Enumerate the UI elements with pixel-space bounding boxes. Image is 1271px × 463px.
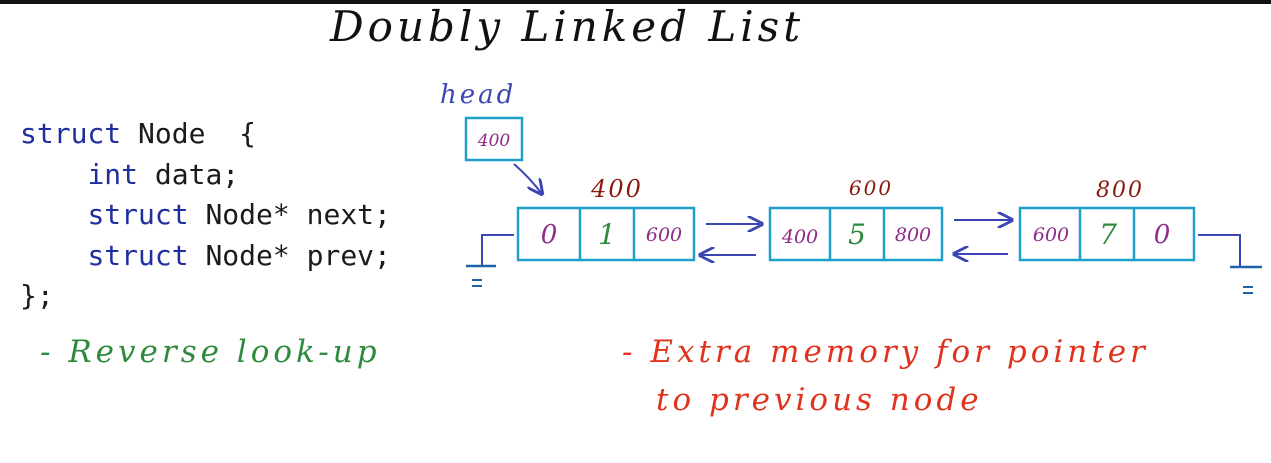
top-rule <box>0 0 1271 4</box>
node-next-value: 800 <box>895 224 931 246</box>
node-data-value: 5 <box>848 218 866 251</box>
node-address: 400 <box>590 175 643 203</box>
disadvantage-note-continued: to previous node <box>656 382 983 418</box>
head-pointer-value: 400 <box>477 131 511 151</box>
code-keyword: struct <box>87 238 189 272</box>
null-prev-arrow <box>481 234 514 265</box>
node-next-value: 0 <box>1154 220 1171 250</box>
node-next-value: 600 <box>646 224 682 246</box>
advantage-note: - Reverse look-up <box>40 334 381 370</box>
code-keyword: int <box>87 157 139 191</box>
page-title: Doubly Linked List <box>330 2 805 51</box>
node-address: 600 <box>849 176 893 200</box>
disadvantage-note: - Extra memory for pointer <box>622 334 1149 370</box>
null-next-arrow <box>1198 234 1241 266</box>
code-text: Node { <box>138 117 257 150</box>
head-pointer-box <box>464 116 524 162</box>
node-data-value: 7 <box>1099 218 1117 251</box>
head-label: head <box>440 80 516 110</box>
node-prev-value: 600 <box>1033 224 1069 246</box>
code-keyword: struct <box>87 198 189 231</box>
node-data-value: 1 <box>598 218 616 251</box>
struct-code-block: struct Node { int data; struct Node* nex… <box>20 114 391 317</box>
node-address: 800 <box>1096 178 1144 203</box>
code-text: }; <box>20 279 54 312</box>
code-keyword: struct <box>20 117 122 150</box>
node-box <box>1018 206 1196 262</box>
code-text: Node* prev; <box>205 238 391 272</box>
head-arrow <box>513 163 542 194</box>
code-text: data; <box>154 157 240 191</box>
node-prev-value: 400 <box>781 226 818 248</box>
node-box <box>768 206 944 262</box>
code-text: Node* next; <box>205 198 391 231</box>
node-prev-value: 0 <box>541 220 558 250</box>
node-box <box>516 206 696 262</box>
